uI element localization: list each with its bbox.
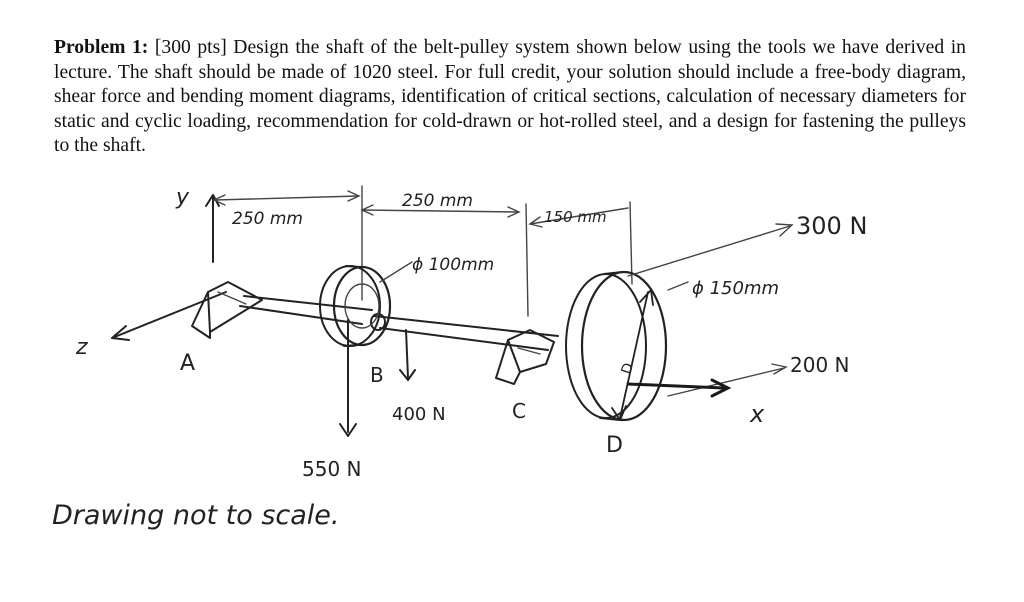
svg-text:D: D: [619, 361, 638, 376]
force-200n-label: 200 N: [790, 353, 850, 377]
dimension-line-cd: [528, 207, 629, 228]
pulley-b: [319, 265, 392, 347]
problem-text: Design the shaft of the belt-pulley syst…: [54, 37, 966, 156]
pulley-b-leader: [379, 261, 413, 283]
bearing-c: [495, 329, 555, 385]
force-550n-arrow: [339, 319, 357, 437]
pulley-d-diameter: ϕ 150mm: [692, 278, 779, 299]
label-point-d: D: [606, 433, 623, 458]
bearing-a: [191, 281, 263, 339]
label-point-c: C: [512, 399, 526, 423]
problem-heading: Problem 1:: [54, 37, 149, 58]
force-550n-label: 550 N: [302, 457, 362, 481]
shaft: [239, 295, 559, 351]
pulley-d: D: [565, 270, 668, 422]
force-300n-arrow: [627, 223, 794, 277]
problem-points: [300 pts]: [154, 37, 227, 58]
force-400n-label: 400 N: [392, 404, 446, 425]
extension-line-c: [525, 203, 529, 317]
dim-cd-label: 150 mm: [544, 208, 607, 226]
y-axis-arrow: [205, 194, 220, 263]
extension-line-d: [629, 201, 633, 285]
dim-ab-label: 250 mm: [232, 209, 303, 229]
x-axis-label: x: [749, 400, 765, 428]
pulley-d-leader: [667, 281, 689, 291]
pulley-b-diameter: ϕ 100mm: [412, 255, 494, 275]
dimension-line-ab: [212, 190, 361, 206]
x-axis-arrow: [626, 378, 732, 398]
problem-statement: Problem 1: [300 pts] Design the shaft of…: [54, 36, 966, 159]
dim-bc-label: 250 mm: [402, 191, 473, 211]
force-200n-arrow: [667, 363, 788, 397]
z-axis-label: z: [75, 335, 88, 360]
force-400n-arrow: [399, 329, 416, 381]
y-axis-label: y: [175, 185, 190, 210]
label-point-b: B: [370, 363, 384, 387]
label-point-a: A: [180, 351, 195, 376]
z-axis-arrow: [111, 291, 227, 341]
not-to-scale-note: Drawing not to scale.: [52, 500, 340, 531]
force-300n-label: 300 N: [796, 212, 867, 240]
